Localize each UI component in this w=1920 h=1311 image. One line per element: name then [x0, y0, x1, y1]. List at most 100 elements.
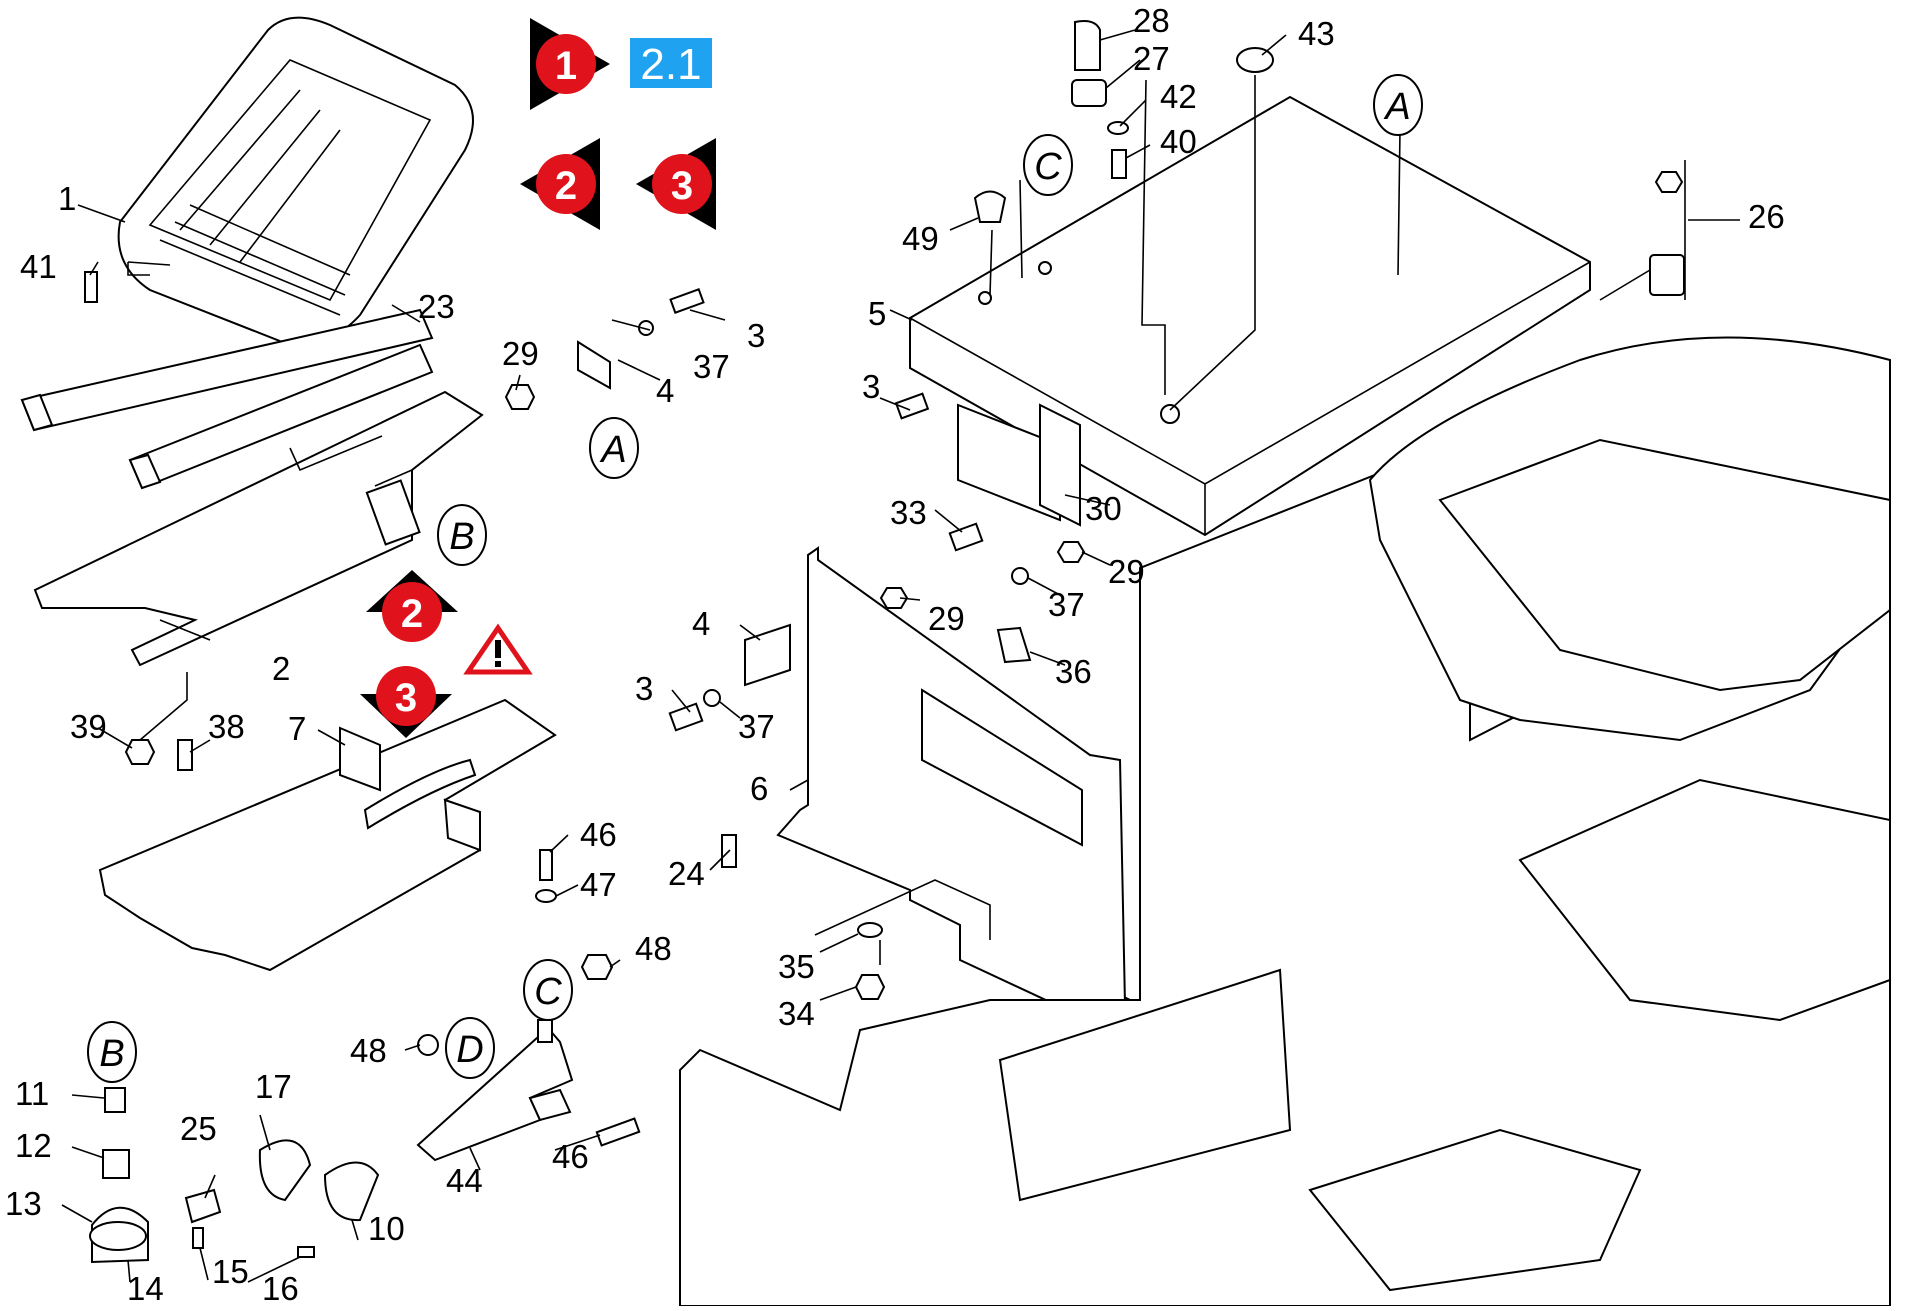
- up-badge-circle: [382, 582, 442, 642]
- part-label: 27: [1133, 40, 1170, 77]
- lamp-17: [258, 1139, 312, 1202]
- washer-37c: [703, 689, 721, 707]
- socket-12: [102, 1149, 130, 1179]
- part-labels: 1 41 23 2 39 38 7 29 4 37 3 28 27 43 42 …: [5, 2, 1785, 1307]
- part-label: 29: [928, 600, 965, 637]
- part-label: 11: [15, 1075, 49, 1112]
- spring-28: [1074, 20, 1101, 71]
- callout-C-bracket: C: [523, 959, 573, 1021]
- svg-text:B: B: [99, 1033, 124, 1075]
- nut-29c: [879, 587, 909, 609]
- side-panel-6-part: [776, 546, 1141, 1032]
- svg-text:B: B: [449, 516, 474, 558]
- seat-plate-part: [98, 698, 557, 972]
- part-label: 15: [212, 1253, 249, 1290]
- up-badge-label: 2: [401, 592, 423, 636]
- bolt-38: [177, 739, 193, 771]
- washer-42: [1107, 121, 1129, 135]
- part-label: 3: [747, 317, 765, 354]
- part-label: 40: [1160, 123, 1197, 160]
- part-label: 39: [70, 708, 107, 745]
- part-label: 2: [272, 650, 290, 687]
- part-label: 43: [1298, 15, 1335, 52]
- plug-49: [973, 190, 1007, 223]
- screw-3c: [668, 702, 704, 732]
- nav-back-button-2[interactable]: 2: [520, 138, 600, 230]
- panel-30-part: [957, 403, 1081, 527]
- part-label: 49: [902, 220, 939, 257]
- nut-34: [854, 974, 886, 1000]
- forward-badge-label: 1: [555, 44, 577, 88]
- part-label: 44: [446, 1162, 483, 1199]
- part-label: 38: [208, 708, 245, 745]
- spring-15: [192, 1227, 204, 1249]
- part-label: 36: [1055, 653, 1092, 690]
- part-label: 37: [738, 708, 775, 745]
- screw-3b: [894, 392, 930, 420]
- nav-forward-button[interactable]: 1: [530, 18, 610, 110]
- part-label: 4: [656, 372, 674, 409]
- part-label: 46: [552, 1138, 589, 1175]
- part-label: 35: [778, 948, 815, 985]
- part-label: 23: [418, 288, 455, 325]
- part-label: 12: [15, 1127, 52, 1164]
- seat-rail-part: [20, 308, 434, 490]
- plug-43: [1236, 47, 1274, 73]
- part-label: 3: [862, 368, 880, 405]
- bracket-tab: [537, 1019, 553, 1043]
- nut-29b: [1056, 541, 1086, 563]
- svg-text:C: C: [534, 971, 562, 1013]
- back-badge-label: 2: [555, 164, 577, 208]
- part-label: 16: [262, 1270, 299, 1306]
- warning-triangle-icon[interactable]: [463, 623, 533, 675]
- mount-26: [1649, 254, 1685, 296]
- hinge-4a: [577, 340, 611, 390]
- nut-29a: [504, 384, 536, 410]
- seat-part: [117, 16, 474, 347]
- callout-C-cover: C: [1023, 134, 1073, 196]
- part-label: 25: [180, 1110, 217, 1147]
- down-badge-label: 3: [395, 676, 417, 720]
- part-label: 10: [368, 1210, 405, 1247]
- forward-badge-circle: [536, 34, 596, 94]
- nav-up-button[interactable]: 2: [366, 570, 458, 642]
- part-label: 6: [750, 770, 768, 807]
- seat-bracket-part: [33, 390, 484, 667]
- section-ref-link[interactable]: 2.1: [630, 38, 712, 89]
- hardware-46-47-48: [535, 849, 614, 980]
- svg-text:D: D: [456, 1029, 483, 1071]
- switch-25: [184, 1188, 222, 1224]
- bolt-40: [1111, 149, 1127, 179]
- nav-down-button[interactable]: 3: [360, 666, 452, 738]
- nut-48a: [580, 954, 614, 980]
- lamp-bracket-part: [416, 1019, 641, 1162]
- part-label: 29: [502, 335, 539, 372]
- down-badge-circle: [376, 666, 436, 726]
- part-label: 7: [288, 710, 306, 747]
- clip-36: [996, 626, 1032, 664]
- washer-37b: [1011, 567, 1029, 585]
- part-label: 41: [20, 248, 57, 285]
- part-label: 48: [635, 930, 672, 967]
- bulb-11: [104, 1087, 126, 1113]
- callout-A-seat: A: [589, 417, 639, 479]
- part-label: 13: [5, 1185, 42, 1222]
- part-label: 14: [127, 1270, 164, 1306]
- back-badge-label: 3: [671, 164, 693, 208]
- washer-35: [857, 922, 883, 938]
- lens-10: [323, 1161, 380, 1222]
- part-label: 29: [1108, 553, 1145, 590]
- part-label: 37: [1048, 586, 1085, 623]
- screw-33: [948, 522, 984, 552]
- part-label: 42: [1160, 78, 1197, 115]
- nav-back-button-3[interactable]: 3: [636, 138, 716, 230]
- part-label: 34: [778, 995, 815, 1032]
- part-label: 30: [1085, 490, 1122, 527]
- washer-47: [535, 889, 557, 903]
- bolt-46a: [539, 849, 553, 881]
- machine-body-part: [679, 336, 1891, 1307]
- svg-text:C: C: [1034, 146, 1062, 188]
- part-label: 33: [890, 494, 927, 531]
- callout-B-bracket: B: [437, 504, 487, 566]
- svg-text:A: A: [599, 429, 626, 471]
